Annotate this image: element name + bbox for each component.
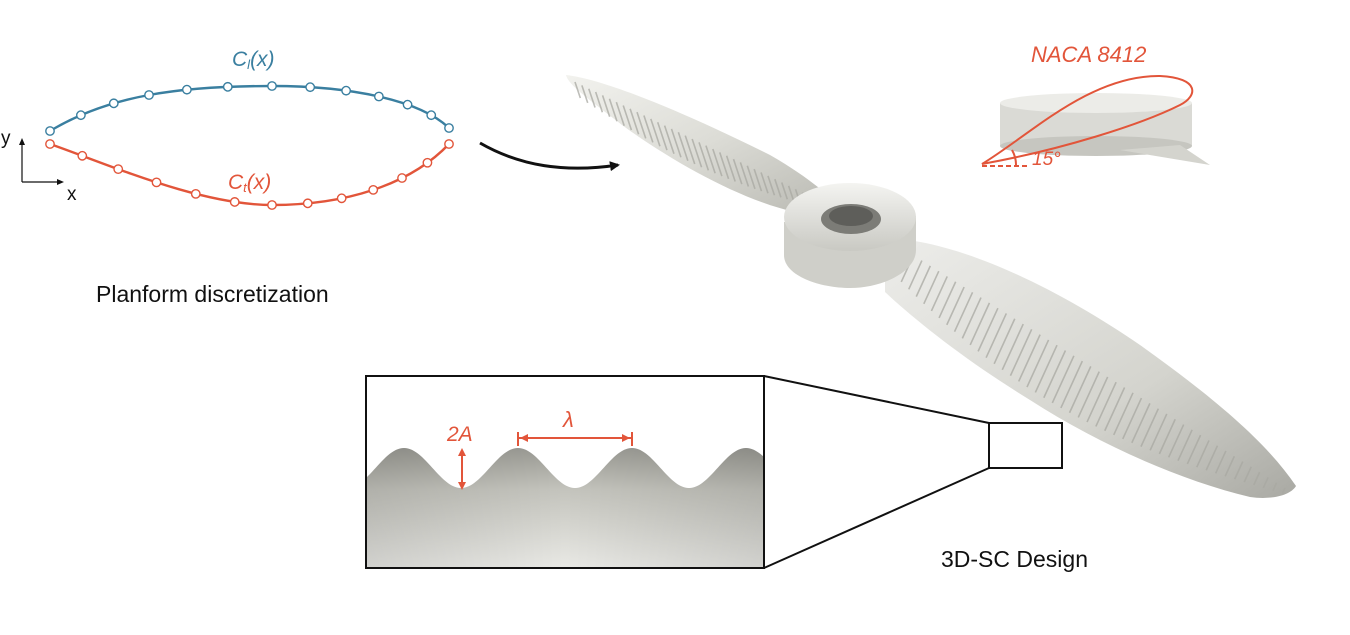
transition-arrow	[479, 141, 620, 172]
propeller-3d-render	[566, 75, 1296, 498]
wavelength-label: λ	[562, 407, 574, 432]
axes-indicator: y x	[1, 128, 77, 205]
pitch-angle-label: 15°	[1032, 149, 1061, 170]
airfoil-section: NACA 8412 15°	[981, 42, 1210, 170]
discretization-point	[181, 84, 192, 95]
discretization-point	[444, 139, 454, 149]
discretization-point	[190, 188, 201, 199]
discretization-point	[373, 91, 384, 102]
discretization-point	[422, 157, 433, 168]
discretization-point	[267, 200, 277, 210]
angle-arc	[1011, 149, 1018, 167]
serration-closeup-inset: 2A λ	[365, 375, 765, 569]
zoom-connector-bottom	[763, 467, 990, 569]
planform-discretization: Cl(x) Ct(x) y x Planform discretization	[1, 48, 454, 307]
discretization-point	[397, 173, 407, 183]
y-axis-label: y	[1, 128, 11, 149]
zoom-connector-top	[763, 375, 990, 424]
planform-caption: Planform discretization	[96, 281, 329, 307]
lower-discretization-points	[45, 139, 454, 210]
lower-blade-serrations	[893, 249, 1286, 494]
upper-discretization-points	[45, 81, 454, 136]
discretization-point	[444, 123, 454, 133]
discretization-point	[305, 82, 316, 93]
lower-curve-label: Ct(x)	[228, 171, 271, 195]
discretization-point	[426, 110, 437, 121]
discretization-point	[267, 81, 277, 91]
upper-chord-curve	[49, 84, 450, 133]
amplitude-label: 2A	[446, 423, 473, 446]
discretization-point	[336, 193, 347, 204]
discretization-point	[77, 150, 88, 161]
wavelength-annotation: λ	[517, 407, 633, 446]
discretization-point	[75, 110, 86, 121]
airfoil-name: NACA 8412	[1031, 42, 1146, 67]
discretization-point	[229, 197, 240, 207]
propeller-hub	[784, 183, 916, 288]
discretization-point	[108, 98, 119, 109]
discretization-point	[402, 99, 413, 110]
design-caption: 3D-SC Design	[941, 546, 1088, 572]
discretization-point	[113, 164, 124, 175]
upper-curve-label: Cl(x)	[232, 48, 275, 72]
amplitude-annotation: 2A	[446, 423, 473, 490]
airfoil-profile-outline	[981, 74, 1194, 165]
discretization-point	[368, 184, 379, 195]
x-axis-label: x	[67, 184, 77, 205]
discretization-point	[151, 177, 162, 188]
discretization-point	[45, 139, 55, 149]
zoom-region-box	[988, 422, 1063, 469]
upper-blade	[566, 75, 842, 214]
discretization-point	[222, 81, 233, 92]
discretization-point	[302, 198, 313, 209]
discretization-point	[341, 85, 352, 96]
discretization-point	[45, 126, 55, 136]
inset-frame	[365, 375, 765, 569]
discretization-point	[144, 90, 154, 100]
